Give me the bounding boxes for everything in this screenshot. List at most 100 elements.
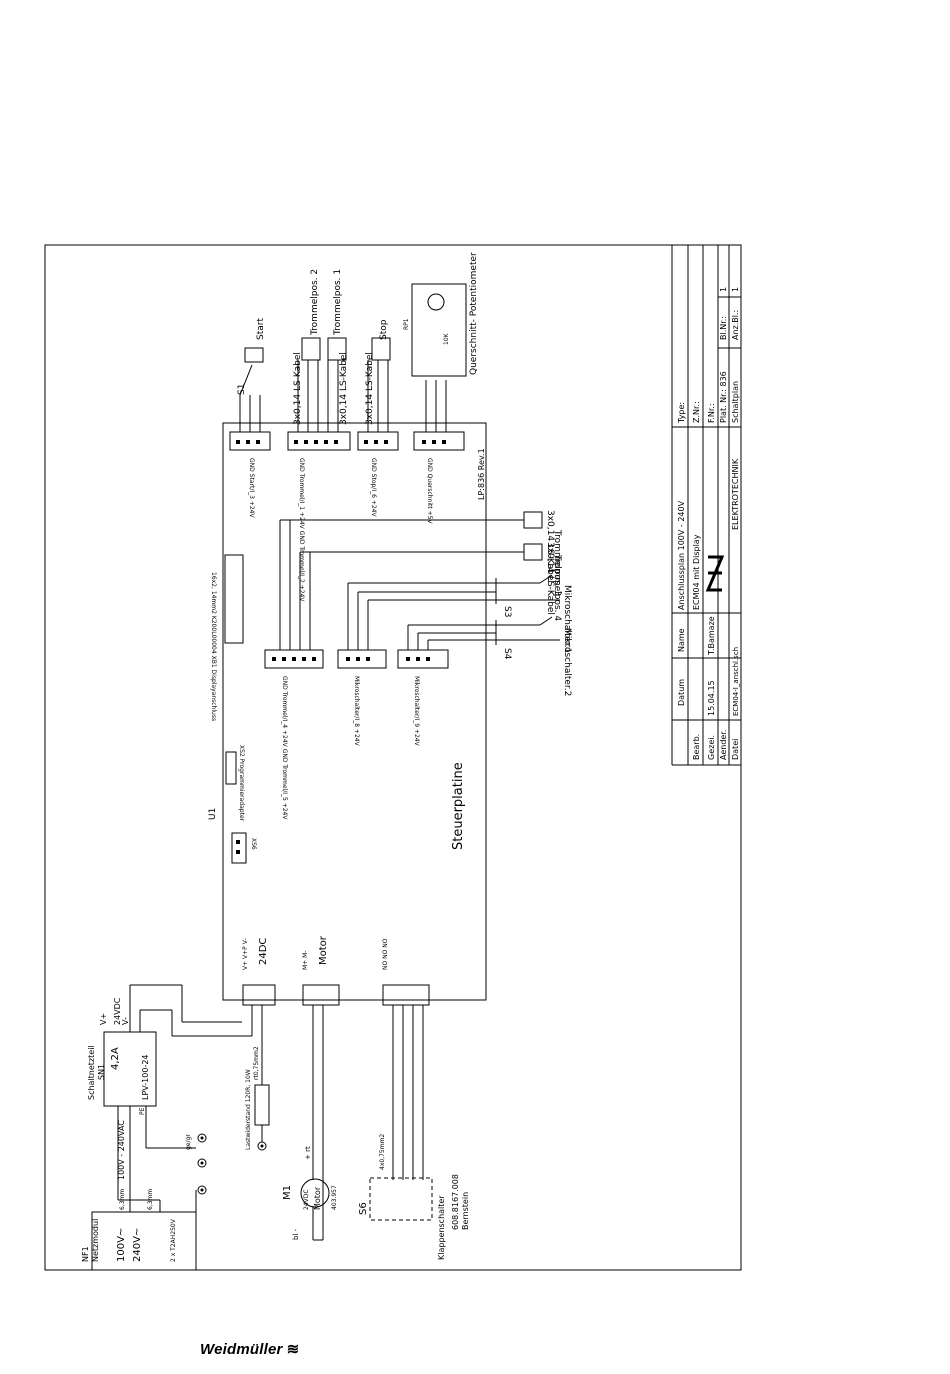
sn1-input: 100V - 240VAC <box>117 1120 126 1180</box>
tb-col-name: Name <box>677 628 686 652</box>
load-resistor-label: Lastwiderstand 120R, 10W <box>245 1069 252 1150</box>
tb-znr-label: Z.Nr.: <box>692 401 701 423</box>
board-lp: LP:836 Rev.1 <box>477 448 486 500</box>
m1-minus: bl - <box>292 1228 300 1240</box>
x3-signals: GND Trommel/I_4 +24V GND Trommel/I_5 +24… <box>281 676 288 820</box>
brand-name: Weidmüller <box>200 1341 283 1358</box>
nf1-voltage-1: 100V~ <box>116 1228 127 1262</box>
m1-spec: 24VDC <box>303 1189 310 1210</box>
tb-anz-label: Anz.Bl.: <box>731 310 740 340</box>
start-label: Start <box>256 318 266 340</box>
tb-bl-value: 1 <box>719 287 728 292</box>
trommelpos4-label: Trommelpos. 4 <box>552 554 562 621</box>
potentiometer-body <box>411 283 467 377</box>
x5-signals: Mikroschalter/I_8 +24V <box>353 676 360 747</box>
s6-wire: 4x0,75mm2 <box>379 1134 386 1170</box>
gnye-label: ge/gr <box>185 1134 192 1150</box>
tb-gezei-date: 15.04.15 <box>707 680 716 716</box>
load-resistor-wire: rt0,75mm2 <box>253 1046 260 1080</box>
xs6-label: XS6 <box>250 838 257 850</box>
stop-label: Stop <box>379 319 389 340</box>
motor-body <box>300 1178 330 1208</box>
trommelpos3-label: Trommelpos. 3 <box>552 529 562 596</box>
x6-signals: Mikroschalter/I_9 +24V <box>413 676 420 747</box>
sn1-name: Schaltnetzteil <box>87 1045 96 1100</box>
x1-signals: GND Start/I_3 +24V <box>248 458 255 519</box>
m1-label: M1 <box>282 1185 293 1200</box>
m1-part: 403.957 <box>331 1185 338 1210</box>
tb-col-datum: Datum <box>677 679 686 706</box>
mikroschalter2-label: Mikroschalter.2 <box>562 628 572 696</box>
company-logo-icon <box>705 555 725 592</box>
control-board <box>222 422 487 1001</box>
ls-kabel-tp3: 3x0,14 LS-Kabel <box>545 510 555 583</box>
power-module-body <box>91 1211 197 1271</box>
flap-switch-body <box>369 1177 433 1221</box>
tb-bl-label: Bl.Nr.: <box>719 316 728 340</box>
sn1-model: LPV-100-24 <box>141 1054 150 1100</box>
ls-kabel-tp2: 3x0,14 LS-Kabel <box>293 352 303 425</box>
nf1-label: NF1 <box>81 1246 90 1262</box>
nf1-terminal-n: 6,3mm <box>147 1189 154 1210</box>
tb-row-datei: Datei <box>731 739 740 760</box>
nf1-name: Netzmodul <box>91 1219 100 1262</box>
tb-plat-label: Plat. Nr.: 836 <box>719 371 728 423</box>
sn1-output: 24VDC <box>113 997 122 1025</box>
xb1-label: 16x2, 14mm2 K200L00004 XB1 Displayanschl… <box>210 572 217 721</box>
tb-fnr-label: F.Nr.: <box>707 403 716 423</box>
xk10-pins: V+ V+P V- <box>242 938 249 970</box>
tb-anz-value: 1 <box>731 287 740 292</box>
xk12-pins: M+ M- <box>302 951 309 970</box>
nf1-fuse: 2 x T2AH250V <box>170 1218 177 1262</box>
s6-part: 608.8167.008 <box>451 1174 460 1230</box>
x7-signals: GND Querschnitt +5V <box>426 458 433 525</box>
s3-label: S3 <box>502 606 512 617</box>
tb-row-bearb: Bearb. <box>692 734 701 760</box>
nf1-voltage-2: 240V~ <box>132 1228 143 1262</box>
xk11-pins: NO NO NO <box>382 938 389 970</box>
x2-signals: GND Trommel/I_1 +24V GND Trommel/I_2 +24… <box>298 458 305 602</box>
tb-row-aender: Aender. <box>719 730 728 760</box>
tb-sheet-type: Schaltplan <box>731 381 740 423</box>
m1-plus: + rt <box>304 1146 312 1160</box>
x4-signals: GND Stop/I_6 +24V <box>370 458 377 517</box>
sn1-label: SN1 <box>97 1064 106 1080</box>
tb-company: ELEKTROTECHNIK <box>731 458 740 530</box>
trommelpos1-label: Trommelpos. 1 <box>333 269 343 336</box>
sn1-current: 4,2A <box>110 1047 121 1070</box>
mikroschalter1-label: Mikroschalter.1 <box>562 585 572 653</box>
nf1-terminal-l: 6,3mm <box>119 1189 126 1210</box>
m1-name: Motor <box>313 1186 322 1210</box>
board-label: Steuerplatine <box>451 762 466 850</box>
pe-label: PE <box>139 1107 146 1115</box>
ground-icon <box>200 1136 264 1192</box>
xs2-label: XS2 Programmieradapter <box>238 745 245 822</box>
load-resistor-body <box>254 1084 270 1126</box>
tb-plan-title: Anschlussplan 100V - 240V <box>677 500 686 610</box>
s1-label: S1 <box>237 384 247 395</box>
s6-name: Klappenschalter <box>437 1195 446 1260</box>
potentiometer-ref: RP1 <box>403 318 410 330</box>
s6-maker: Bernstein <box>461 1192 470 1230</box>
potentiometer-label: Querschnitt- Potentiometer <box>469 252 479 375</box>
label-24dc: 24DC <box>258 938 269 965</box>
drawing-frame <box>44 244 742 1271</box>
tb-plan-subtitle: ECM04 mit Display <box>692 534 701 610</box>
sn1-vminus: V- <box>121 1017 130 1025</box>
brand-mark-icon: ≋ <box>286 1341 300 1358</box>
ls-kabel-stop: 3x0,14 LS-Kabel <box>365 352 375 425</box>
potentiometer-value: 10K <box>443 332 450 345</box>
trommelpos2-label: Trommelpos. 2 <box>310 269 320 336</box>
tb-gezei-name: T.Bamaze <box>707 616 716 656</box>
weidmueller-logo: Weidmüller≋ <box>200 1340 320 1364</box>
tb-row-gezei: Gezei. <box>707 735 716 760</box>
tb-type-label: Type: <box>677 402 686 424</box>
sn1-vplus: V+ <box>99 1013 108 1025</box>
label-motor: Motor <box>318 935 329 965</box>
s4-label: S4 <box>502 648 512 660</box>
tb-datei: ECM04-I_anschl.sch <box>732 647 740 716</box>
ls-kabel-tp1: 3x0,14 LS-Kabel <box>339 352 349 425</box>
board-unit: U1 <box>208 808 218 820</box>
ls-kabel-tp4: 3x0,14 LS-Kabel <box>545 542 555 615</box>
